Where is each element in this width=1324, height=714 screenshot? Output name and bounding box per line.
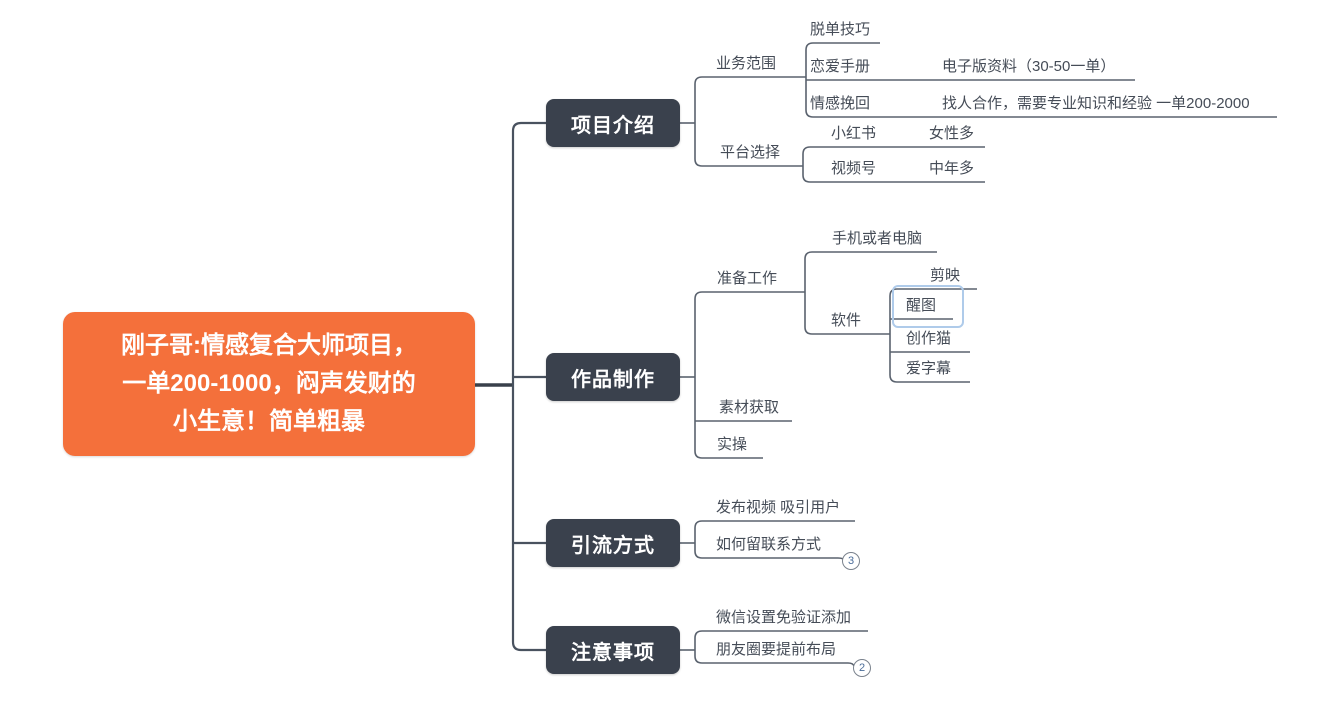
leaf-moments-layout[interactable]: 朋友圈要提前布局 xyxy=(716,641,837,658)
subtopic-software[interactable]: 软件 xyxy=(831,312,862,329)
topic-project-intro[interactable]: 项目介绍 xyxy=(546,99,680,147)
topic-traffic-methods[interactable]: 引流方式 xyxy=(546,519,680,567)
note-love-manual[interactable]: 电子版资料（30-50一单） xyxy=(942,58,1116,75)
leaf-xiaohongshu[interactable]: 小红书 xyxy=(831,125,877,142)
leaf-wechat-no-verification[interactable]: 微信设置免验证添加 xyxy=(716,609,852,626)
root-line-3: 小生意！简单粗暴 xyxy=(173,408,365,435)
root-line-1: 刚子哥:情感复合大师项目， xyxy=(121,332,417,359)
subtopic-practice[interactable]: 实操 xyxy=(717,436,748,453)
leaf-jianying[interactable]: 剪映 xyxy=(930,267,961,284)
collapsed-count-badge-3[interactable]: 3 xyxy=(842,552,860,570)
subtopic-platform-choice[interactable]: 平台选择 xyxy=(720,144,781,161)
leaf-video-account[interactable]: 视频号 xyxy=(831,160,877,177)
topic-work-production[interactable]: 作品制作 xyxy=(546,353,680,401)
leaf-emotion-recovery[interactable]: 情感挽回 xyxy=(810,95,871,112)
leaf-single-exit-tips[interactable]: 脱单技巧 xyxy=(810,21,871,38)
leaf-publish-videos[interactable]: 发布视频 吸引用户 xyxy=(716,499,841,516)
root-line-2: 一单200-1000，闷声发财的 xyxy=(122,370,416,397)
subtopic-preparation[interactable]: 准备工作 xyxy=(717,270,778,287)
subtopic-business-scope[interactable]: 业务范围 xyxy=(716,55,777,72)
leaf-phone-or-computer[interactable]: 手机或者电脑 xyxy=(832,230,923,247)
subtopic-material-acquisition[interactable]: 素材获取 xyxy=(719,399,780,416)
collapsed-count-badge-2[interactable]: 2 xyxy=(853,659,871,677)
root-node[interactable]: 刚子哥:情感复合大师项目， 一单200-1000，闷声发财的 小生意！简单粗暴 xyxy=(63,312,475,456)
selection-highlight xyxy=(892,285,964,328)
note-xiaohongshu[interactable]: 女性多 xyxy=(929,125,975,142)
leaf-xingtu-selected[interactable]: 醒图 xyxy=(906,297,937,314)
note-emotion-recovery[interactable]: 找人合作，需要专业知识和经验 一单200-2000 xyxy=(942,95,1250,112)
topic-precautions[interactable]: 注意事项 xyxy=(546,626,680,674)
note-video-account[interactable]: 中年多 xyxy=(929,160,975,177)
leaf-chuangzuomao[interactable]: 创作猫 xyxy=(906,330,952,347)
leaf-leave-contact-info[interactable]: 如何留联系方式 xyxy=(716,536,822,553)
leaf-aizimu[interactable]: 爱字幕 xyxy=(906,360,952,377)
leaf-love-manual[interactable]: 恋爱手册 xyxy=(810,58,871,75)
